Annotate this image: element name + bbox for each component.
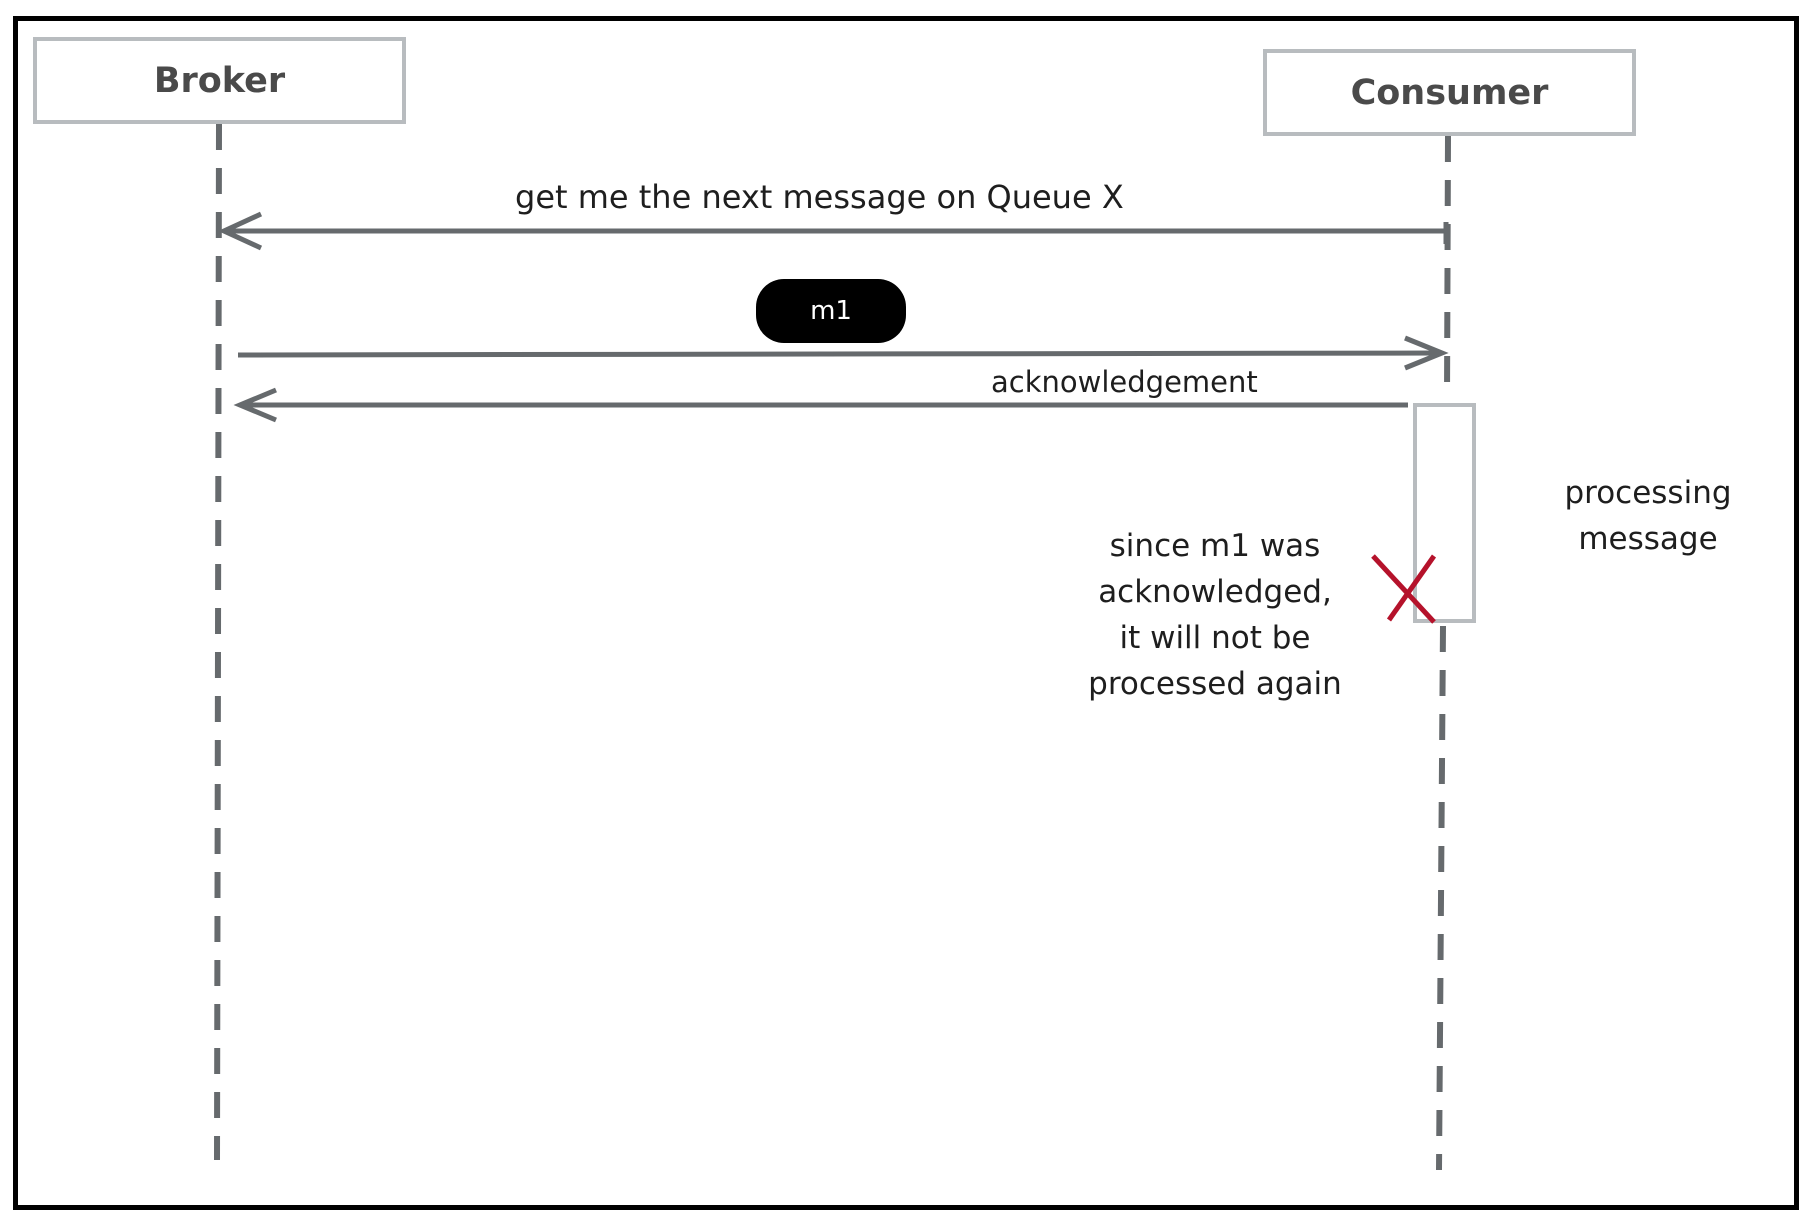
diagram-frame — [13, 16, 1799, 1210]
payload-arrow-line — [237, 350, 1443, 358]
consumer-label: Consumer — [1350, 72, 1549, 113]
processing-note: processing message — [1564, 475, 1732, 557]
consumer-lifeline-lower — [1436, 625, 1446, 1171]
consumer-participant: Consumer — [1263, 49, 1636, 136]
message-pill: m1 — [756, 279, 906, 343]
ack-arrowhead — [233, 387, 277, 423]
not-processed-note: since m1 was acknowledged, it will not b… — [1088, 528, 1342, 702]
broker-lifeline — [214, 123, 222, 1161]
payload-arrowhead — [1404, 335, 1449, 371]
request-arrowhead — [218, 211, 263, 251]
request-message-label: get me the next message on Queue X — [515, 178, 1124, 216]
message-pill-label: m1 — [810, 296, 852, 326]
consumer-activation-box — [1413, 403, 1476, 623]
ack-message-label: acknowledgement — [991, 365, 1258, 399]
consumer-lifeline-upper — [1444, 135, 1451, 401]
cross-icon — [1371, 554, 1437, 624]
broker-participant: Broker — [33, 37, 406, 124]
broker-label: Broker — [153, 60, 286, 101]
